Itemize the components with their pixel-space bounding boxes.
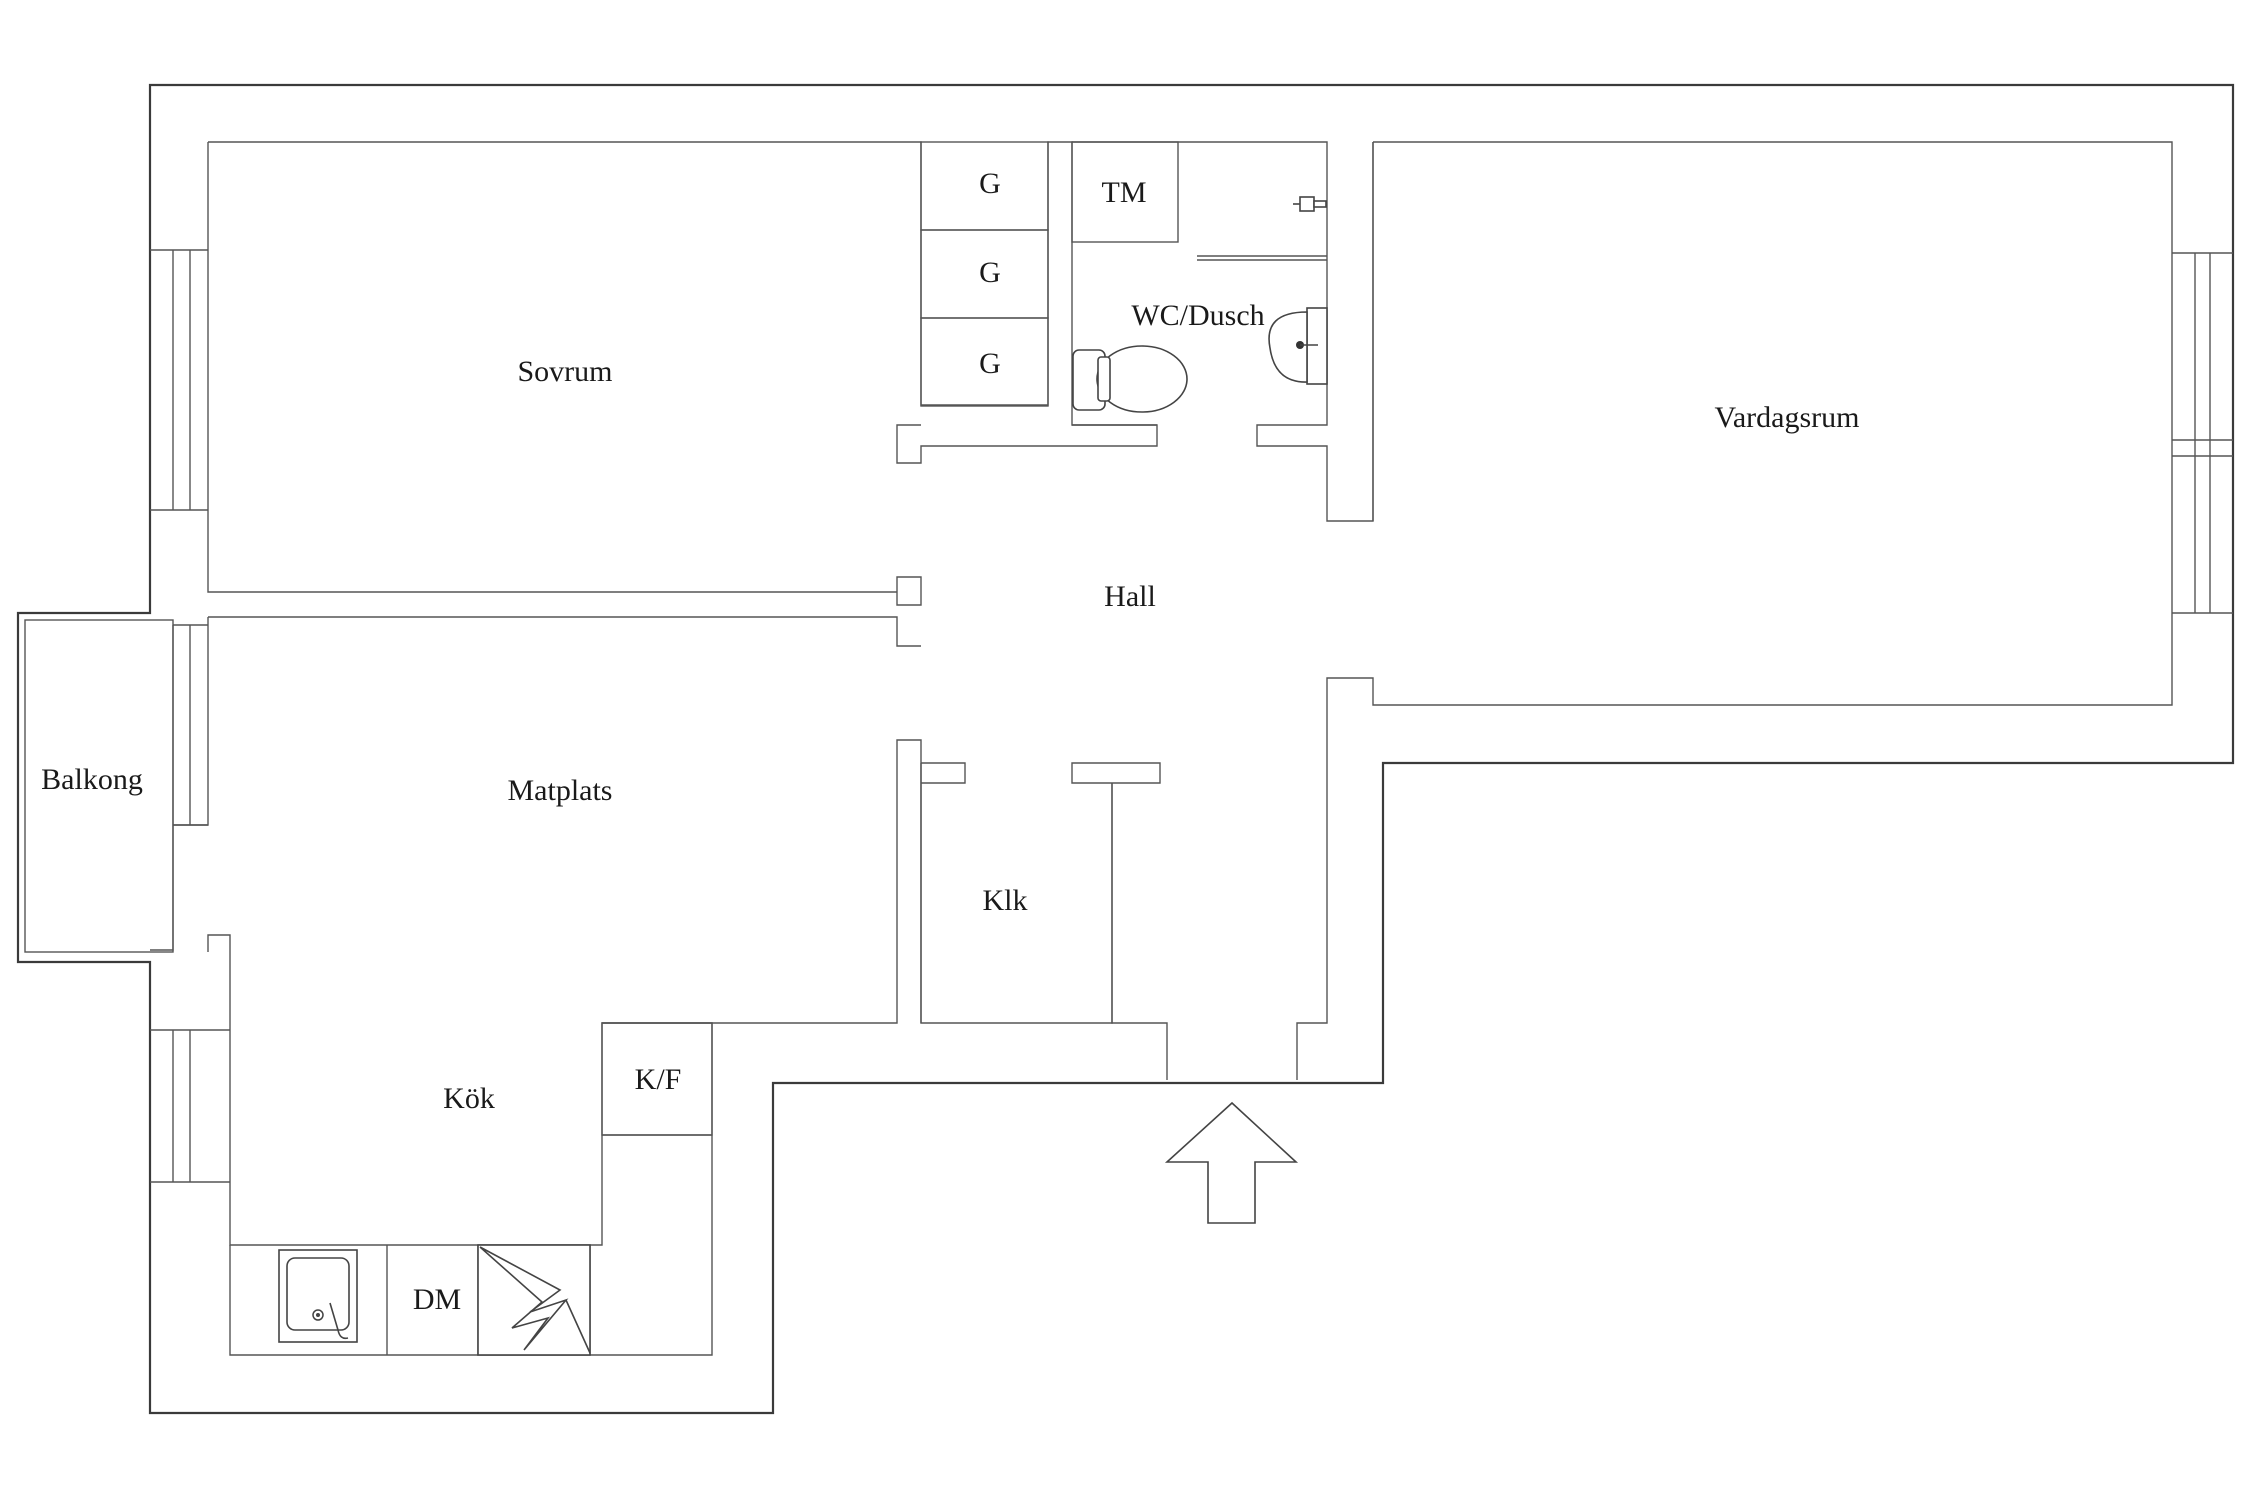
room-label-kf: K/F: [634, 1063, 682, 1096]
closet-klk-walls: [920, 763, 1168, 1080]
room-label-sovrum: Sovrum: [517, 355, 613, 388]
wardrobe-label-3: G: [979, 347, 1001, 380]
toilet-icon: [1072, 345, 1188, 413]
kitchen-sink-icon: [278, 1249, 358, 1343]
stove-icon: [477, 1244, 591, 1356]
room-label-wc: WC/Dusch: [1131, 299, 1265, 332]
bedroom-window: [150, 249, 208, 511]
living-room-walls: [1296, 141, 2173, 1080]
room-label-dm: DM: [412, 1283, 462, 1316]
wardrobe-label-2: G: [979, 256, 1001, 289]
dining-kitchen-walls: [173, 616, 1161, 1246]
wardrobe-label-1: G: [979, 167, 1001, 200]
shower-icon: [1293, 196, 1327, 212]
wardrobe-3: [920, 317, 1049, 407]
entrance-arrow-icon: [1164, 1101, 1299, 1224]
room-label-tm: TM: [1101, 176, 1147, 209]
laundry-tm: [1071, 141, 1179, 243]
fridge-freezer-kf: [601, 1022, 713, 1136]
room-label-matplats: Matplats: [507, 774, 613, 807]
room-label-balkong: Balkong: [41, 763, 143, 796]
outer-wall-outer-edge: [16, 83, 2235, 1415]
bathroom-walls: [1072, 141, 1374, 522]
balcony-outline: [24, 619, 174, 953]
kitchen-window: [150, 1029, 230, 1183]
living-room-window: [2172, 252, 2233, 614]
outer-wall-inner-edge: [150, 625, 174, 951]
room-label-hall: Hall: [1104, 580, 1156, 613]
washbasin-icon: [1268, 307, 1328, 385]
room-label-vardagsrum: Vardagsrum: [1714, 401, 1860, 434]
room-label-kok: Kök: [443, 1082, 495, 1115]
dining-window: [173, 624, 208, 826]
bedroom-walls: [207, 141, 1158, 606]
room-label-klk: Klk: [982, 884, 1028, 917]
